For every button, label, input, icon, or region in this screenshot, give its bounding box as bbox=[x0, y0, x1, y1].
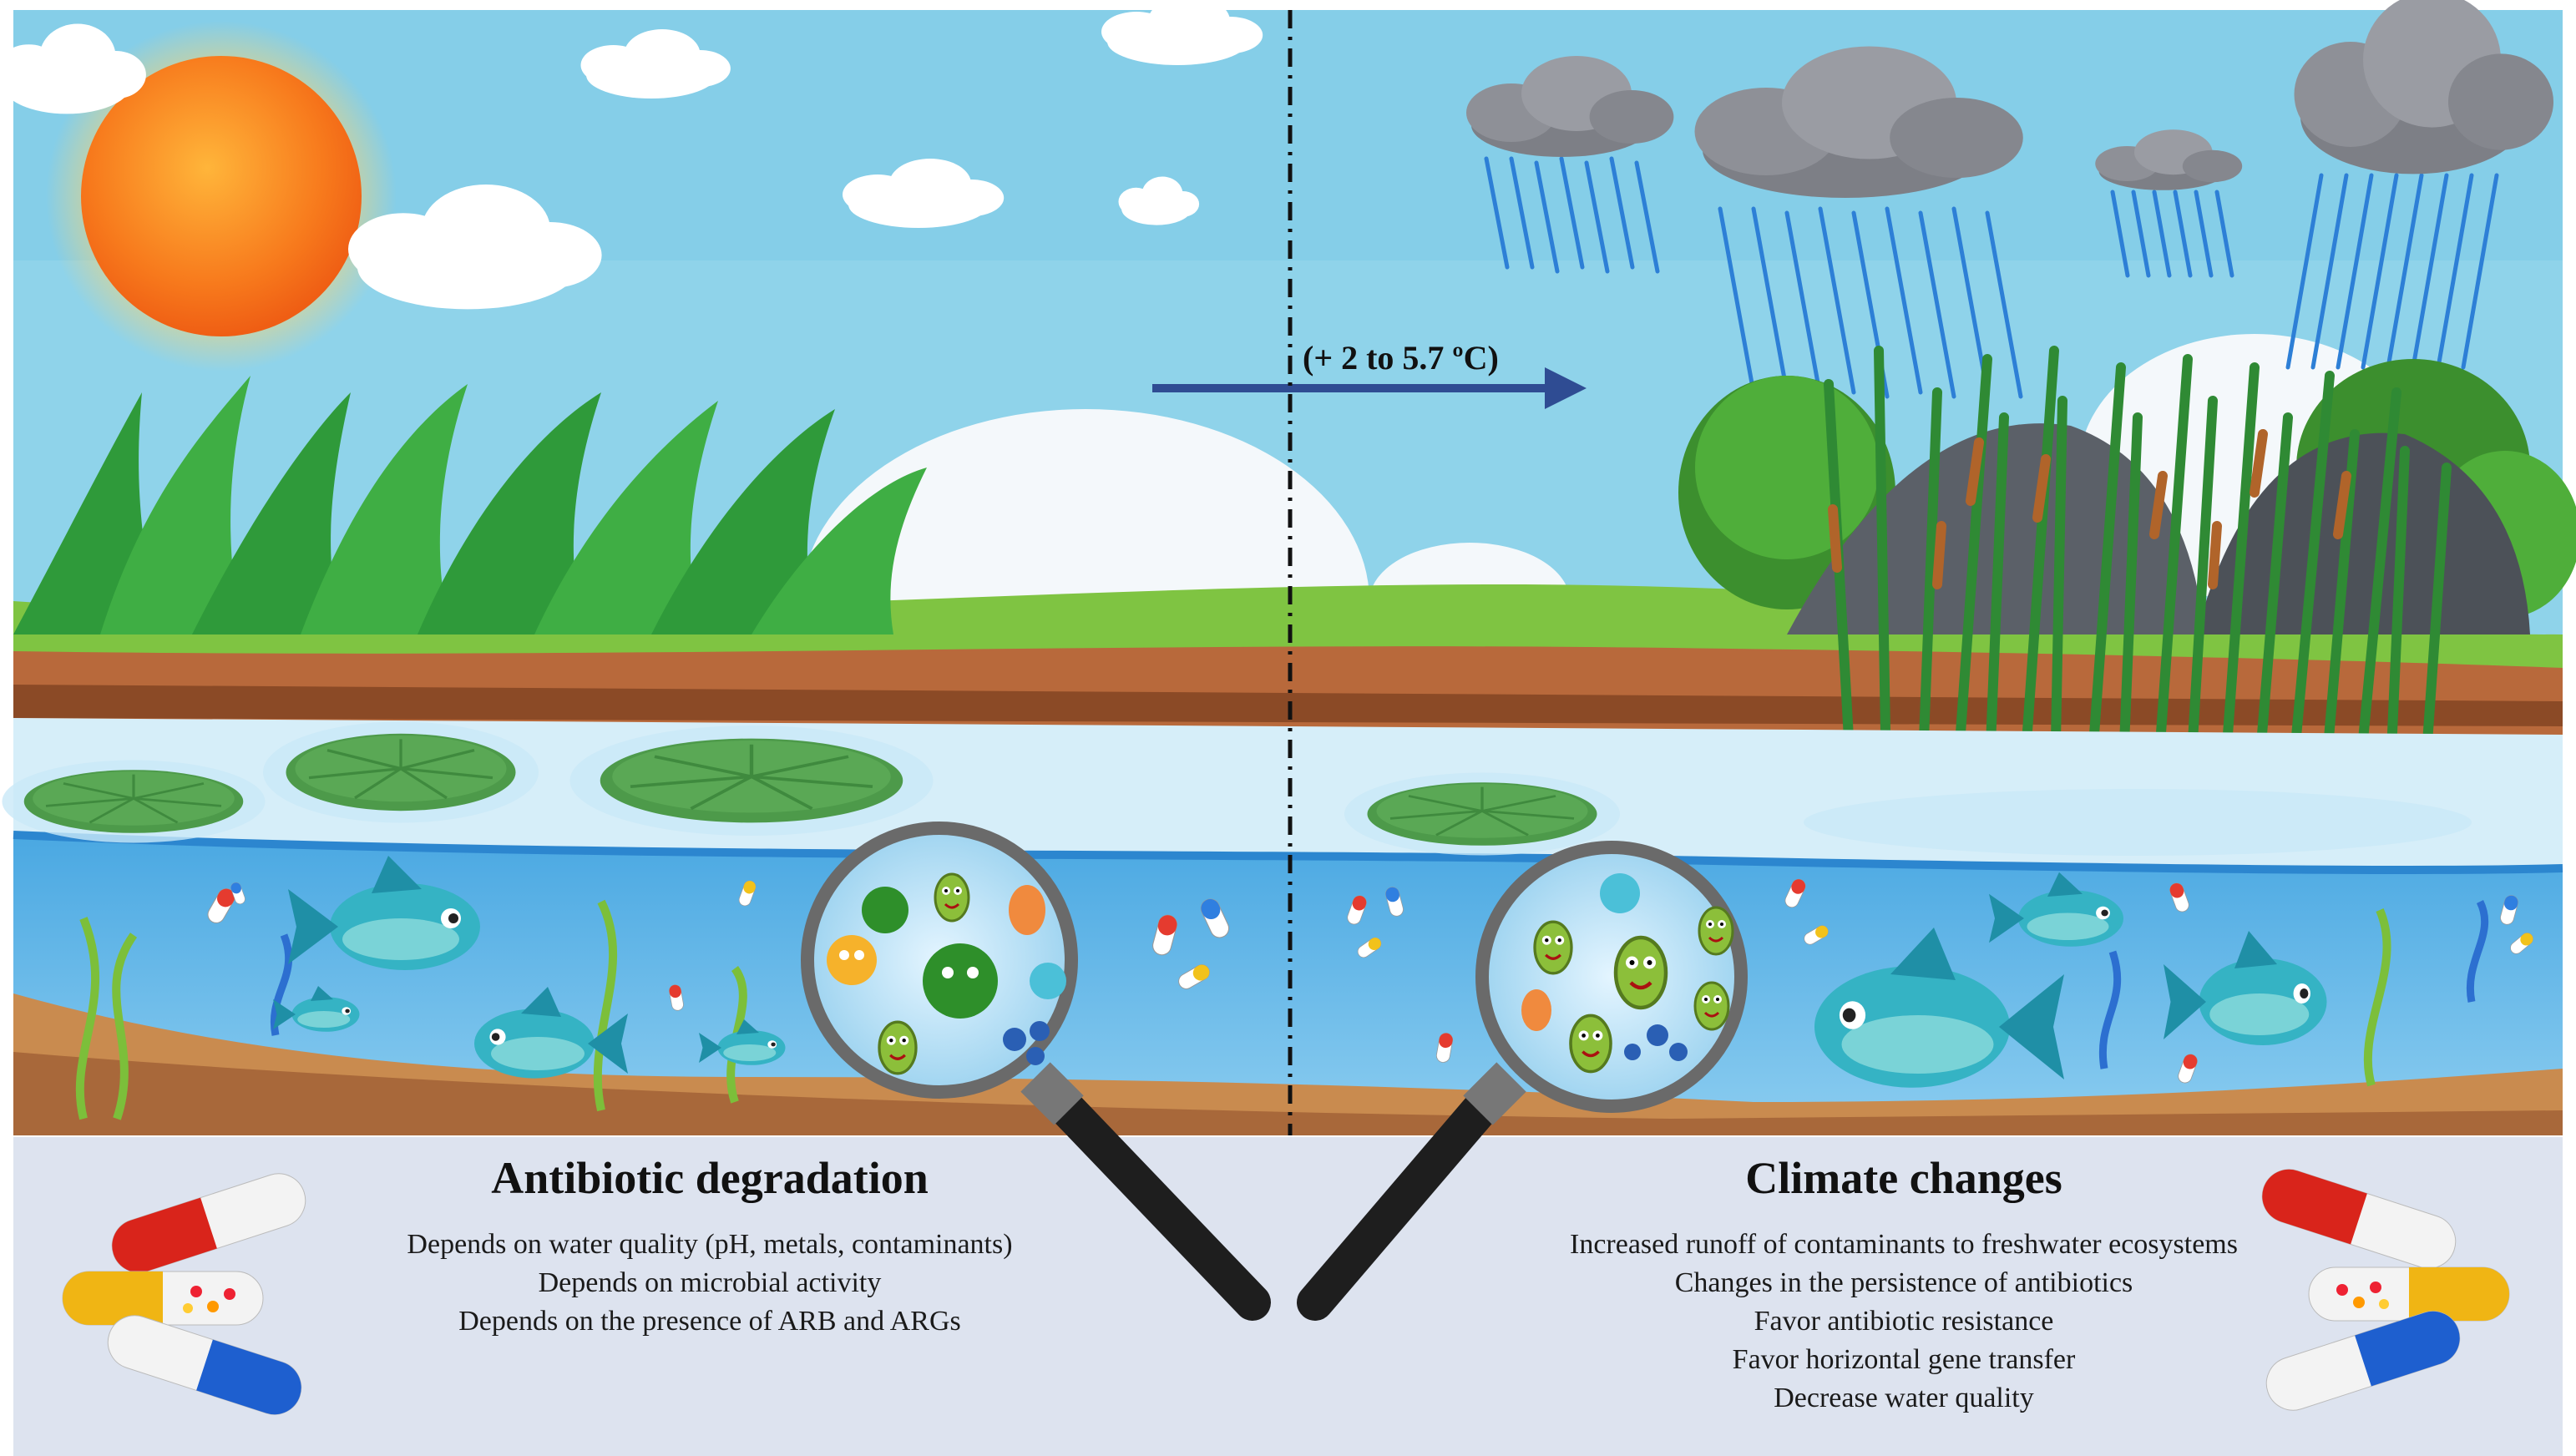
coral bbox=[271, 899, 2489, 1069]
right-panel-title: Climate changes bbox=[1745, 1153, 2062, 1203]
sun-icon bbox=[46, 21, 397, 372]
grass bbox=[13, 376, 927, 634]
left-point: Depends on microbial activity bbox=[538, 1267, 882, 1298]
left-point: Depends on water quality (pH, metals, co… bbox=[407, 1229, 1013, 1260]
storm-cloud-icon bbox=[1466, 0, 2553, 399]
magnifier-icon bbox=[801, 822, 1271, 1321]
left-panel-points: Depends on water quality (pH, metals, co… bbox=[251, 1226, 1169, 1341]
left-point: Depends on the presence of ARB and ARGs bbox=[458, 1306, 961, 1337]
right-panel-points: Increased runoff of contaminants to fres… bbox=[1403, 1226, 2405, 1418]
right-point: Favor antibiotic resistance bbox=[1754, 1306, 2054, 1337]
caption-band bbox=[13, 1137, 2563, 1456]
right-point: Increased runoff of contaminants to fres… bbox=[1570, 1229, 2238, 1260]
right-point: Decrease water quality bbox=[1774, 1383, 2034, 1413]
left-panel-title: Antibiotic degradation bbox=[491, 1153, 929, 1203]
right-point: Changes in the persistence of antibiotic… bbox=[1674, 1267, 2133, 1298]
seaweed bbox=[75, 899, 2391, 1120]
magnifier-icon bbox=[1297, 841, 1748, 1321]
temperature-label: (+ 2 to 5.7 ºC) bbox=[1303, 339, 1499, 377]
right-point: Favor horizontal gene transfer bbox=[1732, 1344, 2076, 1375]
temperature-arrow bbox=[1152, 367, 1587, 409]
